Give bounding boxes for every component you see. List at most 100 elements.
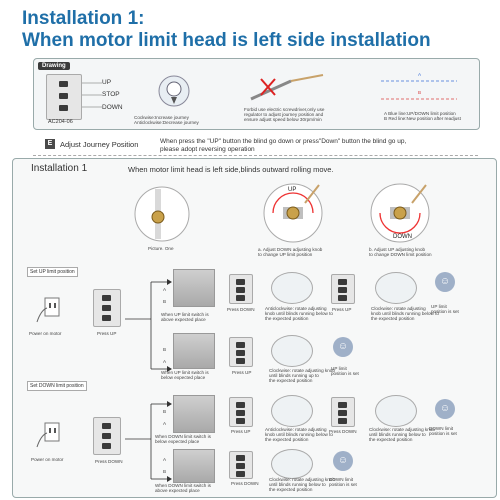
pic-a-caption-1: a. Adjust DOWN adjusting knob xyxy=(258,247,323,252)
title-line-2: When motor limit head is left side insta… xyxy=(22,30,431,51)
power-plug-icon xyxy=(36,297,60,323)
down-r1-caption2-1: Clockwise: rotate adjusting knob xyxy=(369,427,435,432)
picture-one-caption: Picture. One xyxy=(148,246,174,251)
switch-up-button xyxy=(59,81,68,87)
set-down-limit-tag: Set DOWN limit position xyxy=(27,381,87,391)
motor-picture-one xyxy=(134,186,190,242)
installation-subtitle: When motor limit head is left side,blind… xyxy=(128,165,334,174)
knob-caption-1: Cockwise:Increase journey xyxy=(134,115,189,120)
label-stop: STOP xyxy=(102,91,120,98)
down-r1-blind xyxy=(173,395,215,433)
down-r2-smiley-icon: ☺ xyxy=(333,451,353,471)
up-r1-caption-1: Anticlockwise: rotate adjusting xyxy=(265,306,327,311)
down-r2-switch xyxy=(229,451,253,479)
down-r2-caption-1: Clockwise: rotate adjusting knob xyxy=(269,477,335,482)
down-r1-press-b: Press DOWN xyxy=(329,429,357,434)
up-r1-done-1: UP limit xyxy=(431,304,447,309)
up-r2-note-2: below expected place xyxy=(161,375,206,380)
up-power-label: Power on motor xyxy=(29,331,62,336)
label-down: DOWN xyxy=(102,104,123,111)
pic-b-caption-1: b. Adjust UP adjusting knob xyxy=(369,247,426,252)
down-r1-switch-b xyxy=(331,397,355,427)
down-r1-letter-b: B xyxy=(163,409,167,414)
up-r1-caption-2: knob until blinds running below to xyxy=(265,311,333,316)
adjust-knob-icon xyxy=(158,75,190,107)
up-r1-press-b: Press UP xyxy=(332,307,352,312)
down-r1-note-1: When DOWN limit switch is xyxy=(155,434,211,439)
line-caption-2: B Red line:New position after readjust xyxy=(384,116,461,121)
down-r2-done-2: position is set xyxy=(329,482,357,487)
pic-a-up-label: UP xyxy=(288,187,297,193)
line-b-label: B xyxy=(418,90,422,95)
pic-b-down-label: DOWN xyxy=(393,234,412,240)
up-r1-caption2-3: the expected position xyxy=(371,316,415,321)
up-r1-switch-a xyxy=(229,274,253,304)
label-up: UP xyxy=(102,79,112,86)
up-r1-knob-b xyxy=(375,272,417,304)
adjust-note-2: please adopt reversing operation xyxy=(160,146,255,153)
down-r1-knob-b xyxy=(375,395,417,427)
up-r2-caption-1: Clockwise: rotate adjusting knob xyxy=(269,368,335,373)
down-r2-caption-2: until blinds running below to xyxy=(269,482,326,487)
down-r1-smiley-icon: ☺ xyxy=(435,399,455,419)
down-r2-caption-3: the expected position xyxy=(269,487,313,492)
down-r1-caption-3: the expected position xyxy=(265,437,309,442)
up-r1-switch-b xyxy=(331,274,355,304)
forbid-screwdriver-icon xyxy=(250,74,324,101)
warn-caption-3: ensure adjust speed below 30rpm/min xyxy=(244,117,322,122)
down-r1-switch-a xyxy=(229,397,253,427)
up-r1-note-2: above expected place xyxy=(161,317,206,322)
down-r1-press-a: Press UP xyxy=(231,429,251,434)
up-r1-smiley-icon: ☺ xyxy=(435,272,455,292)
down-switch-main xyxy=(93,417,121,455)
switch-leader-lines xyxy=(82,82,102,108)
down-r2-blind xyxy=(173,449,215,483)
up-r2-letter-a: A xyxy=(163,359,167,364)
down-r2-note-1: When DOWN limit switch is xyxy=(155,483,211,488)
divider xyxy=(33,155,478,156)
up-r2-caption-3: the expected position xyxy=(269,378,313,383)
up-r2-knob xyxy=(271,335,313,367)
drawing-tag: Drawing xyxy=(38,62,70,70)
up-r1-press-a: Press DOWN xyxy=(227,307,255,312)
down-r1-caption-2: knob until blinds running below to xyxy=(265,432,333,437)
up-r1-caption2-1: Clockwise: rotate adjusting xyxy=(371,306,426,311)
knob-caption-2: Anticlockwise:Decrease journey xyxy=(134,120,199,125)
down-r1-letter-a: A xyxy=(163,421,167,426)
set-up-limit-tag: Set UP limit position xyxy=(27,267,78,277)
up-branch-arrows xyxy=(125,279,172,372)
up-press-first: Press UP xyxy=(97,331,117,336)
up-r1-caption2-2: knob until blinds running below to xyxy=(371,311,439,316)
up-r2-done-1: UP limit xyxy=(331,366,347,371)
down-power-label: Power on motor xyxy=(31,457,64,462)
up-r2-smiley-icon: ☺ xyxy=(333,337,353,357)
down-r1-caption-1: Anticlockwise: rotate adjusting xyxy=(265,427,327,432)
up-r1-knob xyxy=(271,272,313,304)
adjust-note-1: When press the "UP" button the blind go … xyxy=(160,138,407,145)
up-r1-letter-a: A xyxy=(163,287,167,292)
down-r2-letter-b: B xyxy=(163,469,167,474)
down-branch-arrows xyxy=(125,401,172,482)
step-letter-badge: E xyxy=(45,139,55,149)
down-r1-done-1: DOWN limit xyxy=(429,426,453,431)
adjust-label: Adjust Journey Position xyxy=(60,140,139,149)
switch-down-button xyxy=(59,105,68,111)
up-r1-letter-b: B xyxy=(163,299,167,304)
down-r2-knob xyxy=(271,449,313,479)
installation-title: Installation 1 xyxy=(31,163,88,174)
up-r2-note-1: When UP limit switch is xyxy=(161,370,209,375)
up-r2-letter-b: B xyxy=(163,347,167,352)
line-a-label: A xyxy=(418,72,422,77)
pic-a-caption-2: to change UP limit position xyxy=(258,252,313,257)
up-r2-press: Press UP xyxy=(232,370,252,375)
wall-switch xyxy=(46,74,82,120)
up-r1-note-1: When UP limit switch is xyxy=(161,312,209,317)
down-r2-note-2: above expected place xyxy=(155,488,200,493)
up-r1-blind xyxy=(173,269,215,307)
down-r1-caption2-3: the expected position xyxy=(369,437,413,442)
up-r2-caption-2: until blinds running up to xyxy=(269,373,319,378)
model-label: AC204-06 xyxy=(48,119,73,125)
down-r1-knob xyxy=(271,395,313,427)
up-r2-blind xyxy=(173,333,215,369)
down-r1-caption2-2: until blinds running below to xyxy=(369,432,426,437)
